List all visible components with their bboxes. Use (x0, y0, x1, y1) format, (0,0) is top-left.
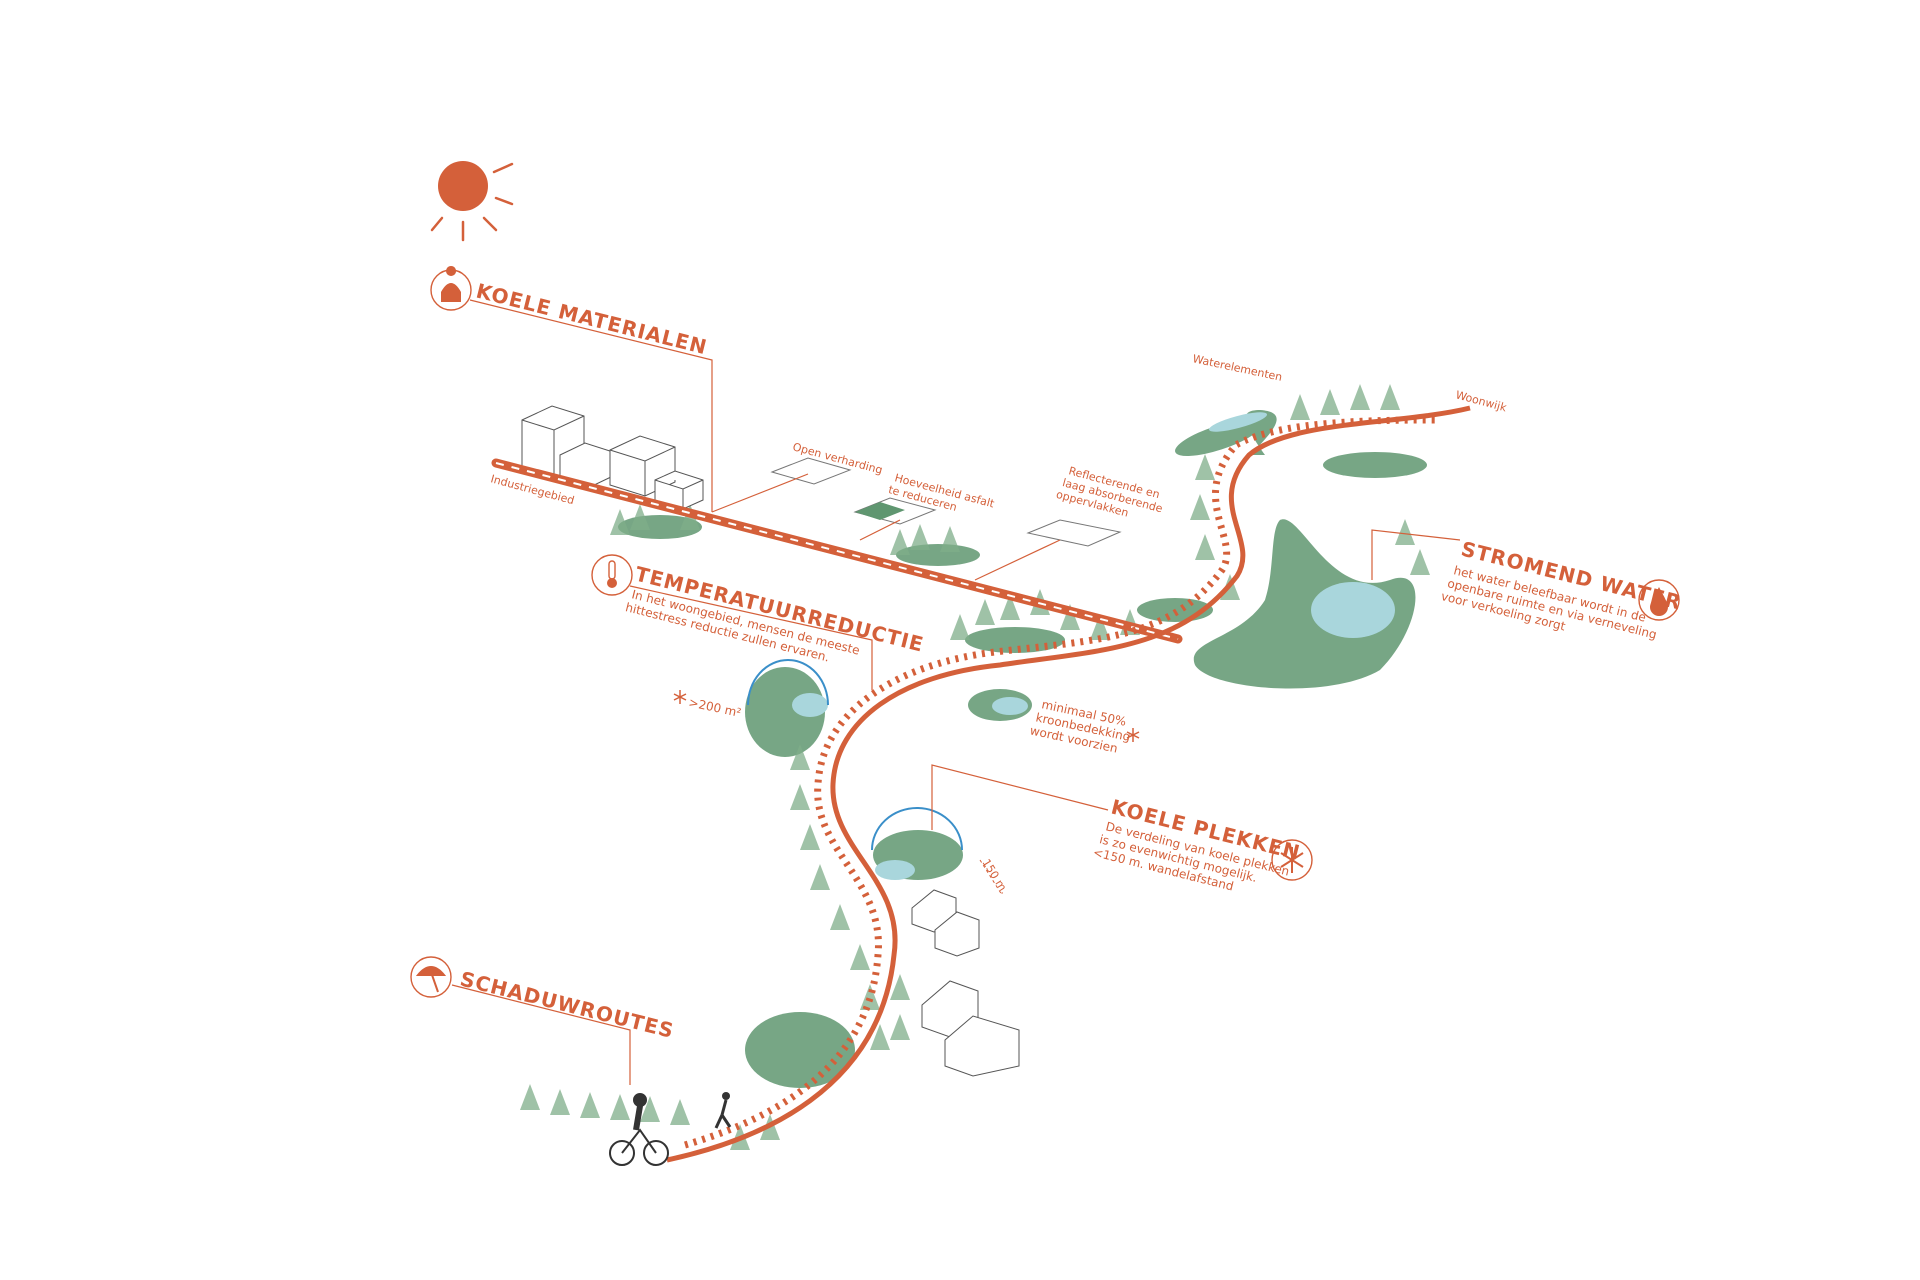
theme-title-koele-materialen: KOELE MATERIALEN (474, 279, 710, 360)
label-reflecterend: Reflecterende en laag absorberende opper… (1055, 464, 1165, 519)
cool-spot-domes (747, 659, 963, 851)
pedestrian-figure (714, 1092, 732, 1129)
thermometer-icon (591, 554, 633, 596)
label-kroonbedekking: minimaal 50% kroonbedekking wordt voorzi… (1029, 697, 1132, 755)
main-cooling-route (666, 405, 1471, 1163)
industrial-road (491, 458, 1183, 644)
snowflake-icon (1271, 839, 1313, 881)
theme-title-schaduwroutes: SCHADUWROUTES (458, 967, 677, 1043)
sun-icon (430, 161, 514, 242)
houses (911, 889, 1020, 1077)
label-waterelementen: Waterelementen (1191, 352, 1283, 384)
green-areas (618, 410, 1427, 1088)
umbrella-icon (410, 956, 452, 998)
snowflake-small-icon (1126, 728, 1140, 742)
leader-lines (451, 299, 1461, 1085)
distance-line (979, 859, 1003, 896)
label-area: >200 m² (687, 695, 742, 720)
label-distance: 150 m. (979, 857, 1011, 897)
industrial-buildings (521, 405, 704, 510)
cyclist-figure (609, 1093, 669, 1166)
koele-plekken-description: De verdeling van koele plekken is zo eve… (1092, 819, 1291, 893)
ponds (792, 412, 1395, 880)
snowflake-small-icon (673, 690, 687, 704)
water-drop-icon (1638, 579, 1680, 621)
watering-can-icon (430, 266, 472, 311)
